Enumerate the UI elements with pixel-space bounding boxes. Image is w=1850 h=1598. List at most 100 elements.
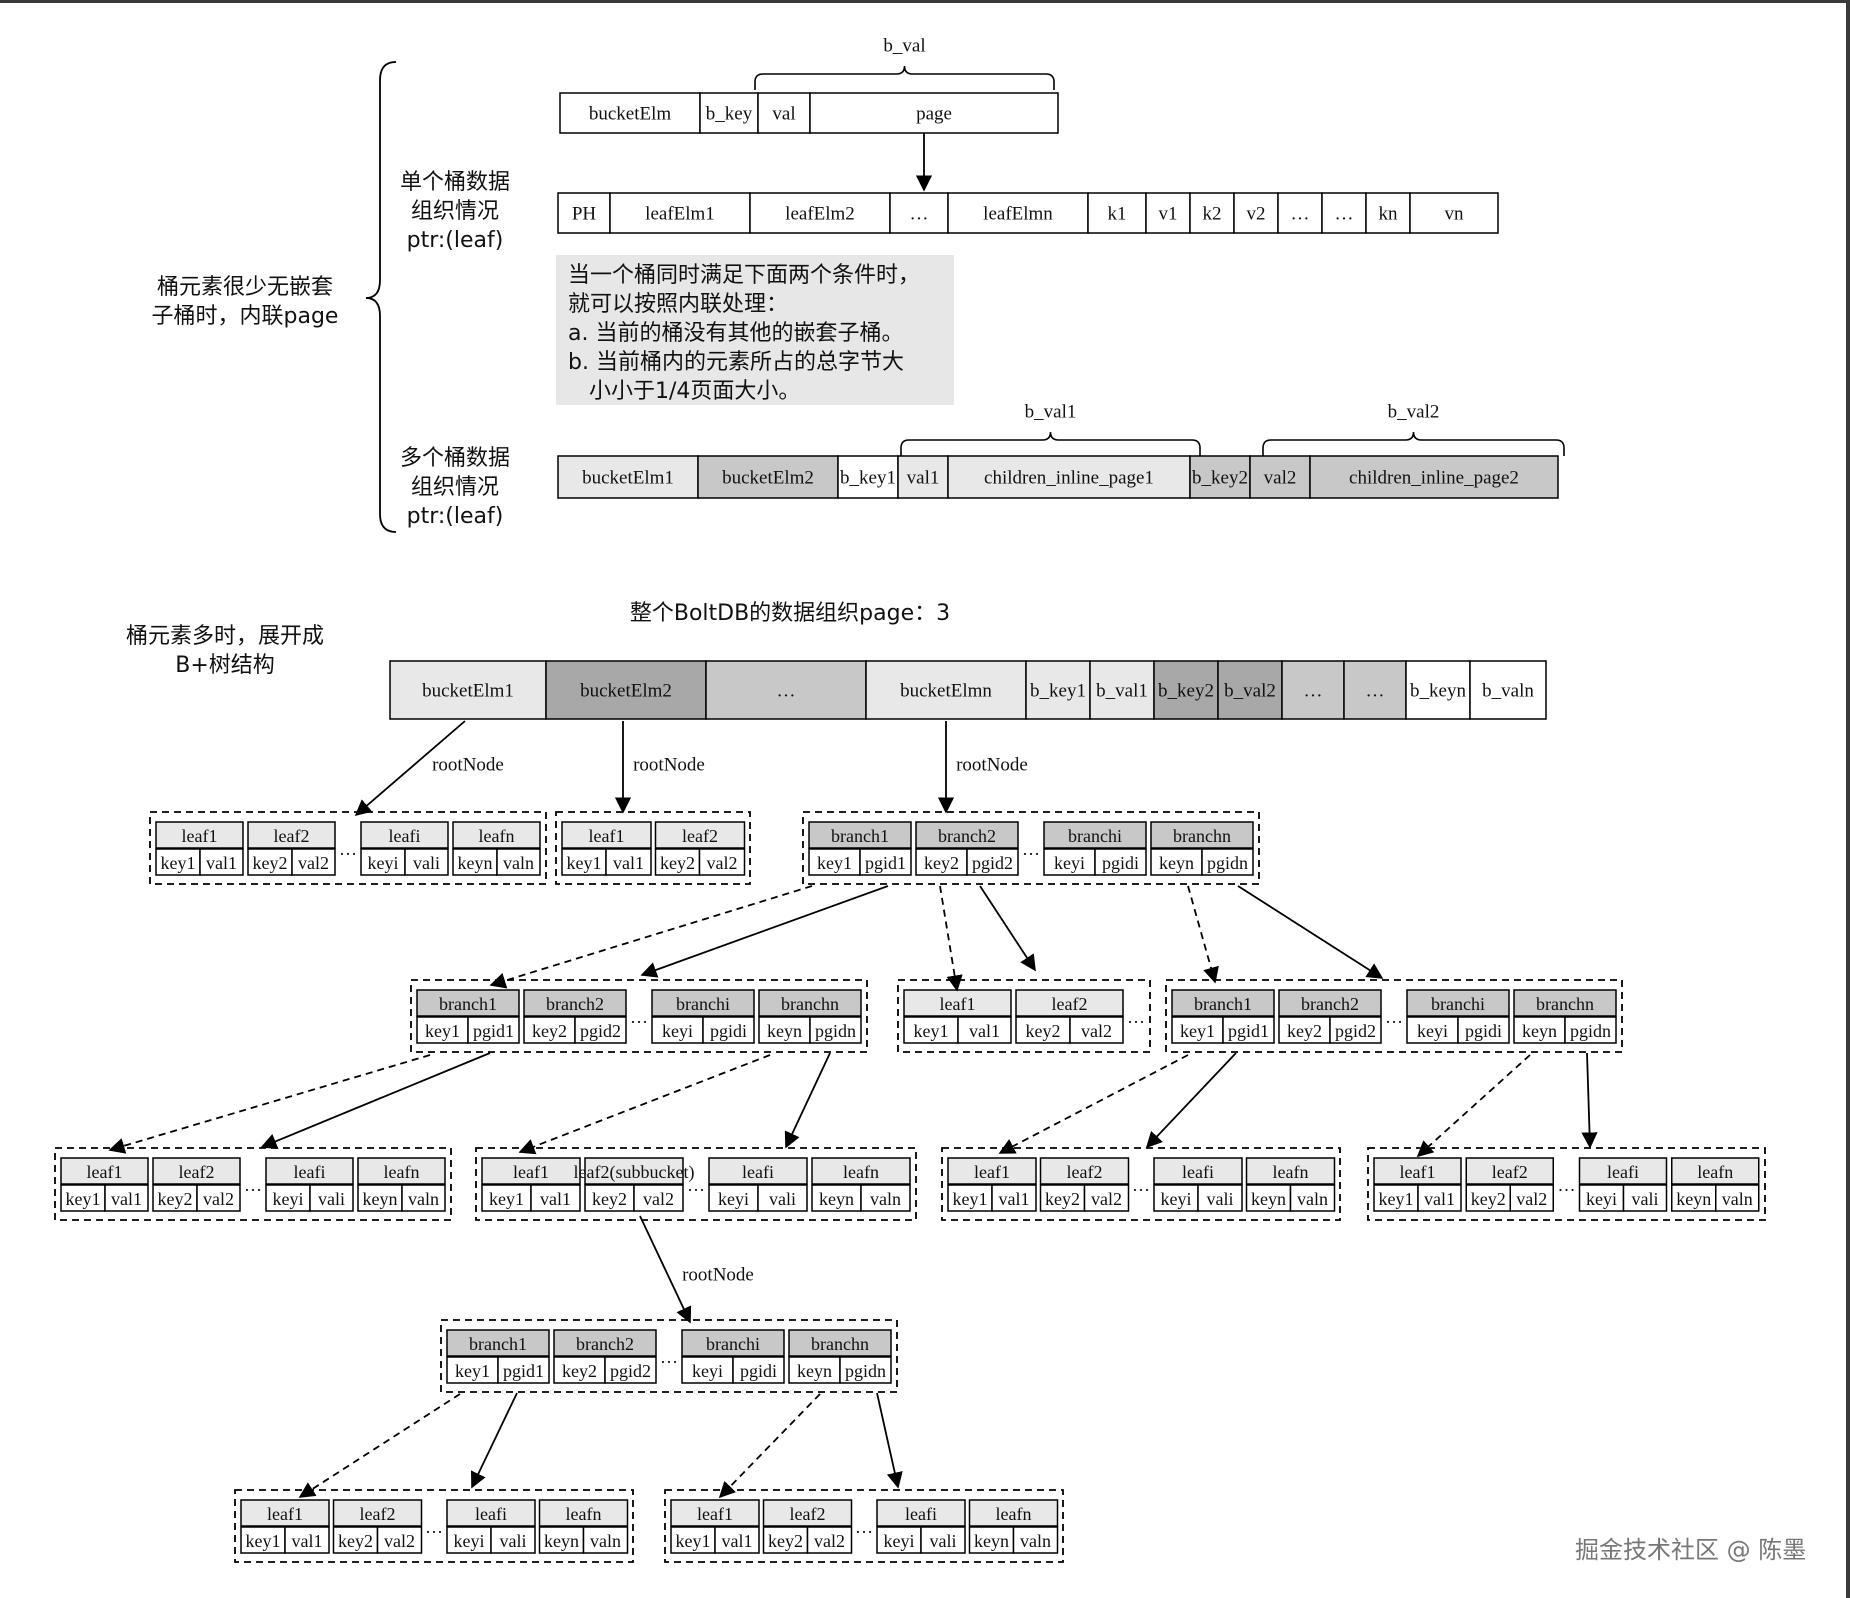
node-l4-branch-elem-4-val-label: pgidn (845, 1361, 886, 1381)
node-l5-leaf-b-elem-0-header (670, 1499, 760, 1527)
node-l3-leaf-a-elem-4-val-label: valn (408, 1189, 439, 1209)
page-row-cell-8 (1233, 192, 1279, 234)
node-l3-leaf-c-elem-3-header (1153, 1157, 1243, 1185)
node-l1-branch-elem-0-header (808, 821, 912, 849)
node-l2-leaf-elem-0-header-label: leaf1 (940, 994, 976, 1014)
root-arrow-1 (354, 720, 466, 817)
node-l2-branch-a-ellipsis-2: … (630, 1007, 648, 1027)
node-l3-leaf-sub-elem-0-val-label: val1 (540, 1189, 571, 1209)
node-l1-leaf-b-elem-1-header (654, 821, 746, 849)
node-l3-leaf-d-elem-1-key-label: key2 (1471, 1189, 1506, 1209)
node-l4-branch-ellipsis-2: … (660, 1347, 678, 1367)
node-l5-leaf-a-elem-0-header (240, 1499, 330, 1527)
multi-bucket-row-cell-0 (557, 455, 699, 499)
boltdb-row-cell-9-label: … (1366, 681, 1385, 702)
node-l1-branch-elem-0-val-label: pgid1 (865, 853, 906, 873)
right-border (1846, 0, 1850, 1598)
node-l2-branch-a-elem-3-key-label: keyi (662, 1021, 693, 1041)
node-l3-leaf-d-elem-0-header-label: leaf1 (1400, 1162, 1436, 1182)
node-l2-branch-b-elem-3-key-label: keyi (1417, 1021, 1448, 1041)
node-l3-leaf-c-elem-1-key-label: key2 (1045, 1189, 1080, 1209)
arrow-l2-l3-7 (1416, 1054, 1531, 1158)
node-l3-leaf-sub-elem-4-val (860, 1184, 911, 1212)
node-l2-branch-b-elem-1-val (1329, 1016, 1382, 1044)
node-l5-leaf-a-elem-0-key-label: key1 (246, 1531, 281, 1551)
page-row-cell-9-label: … (1291, 204, 1310, 225)
node-l1-branch-elem-3-val (1094, 848, 1147, 876)
page-row-cell-12 (1409, 192, 1499, 234)
b-val1-brace (900, 431, 1201, 456)
node-l1-branch-elem-3-header (1043, 821, 1147, 849)
node-l2-branch-b-elem-4-key (1513, 1016, 1566, 1044)
node-l3-leaf-a-elem-3-val (309, 1184, 354, 1212)
node-l4-branch (440, 1319, 898, 1393)
node-l1-leaf-a-elem-1-key-label: key2 (253, 853, 288, 873)
node-l3-leaf-a-elem-1-header (152, 1157, 241, 1185)
node-l1-leaf-a-elem-1-header-label: leaf2 (274, 826, 310, 846)
node-l2-branch-a-elem-1-header-label: branch2 (546, 994, 604, 1014)
node-l5-leaf-b-elem-4-key-label: keyn (974, 1531, 1009, 1551)
node-l3-leaf-sub-elem-1-key (584, 1184, 635, 1212)
node-l3-leaf-c-elem-4-val (1289, 1184, 1336, 1212)
node-l3-leaf-c-elem-1-val (1083, 1184, 1130, 1212)
page-row-cell-0 (557, 192, 611, 234)
multi-bucket-row-cell-1 (697, 455, 839, 499)
node-l2-branch-a (410, 979, 868, 1053)
node-l5-leaf-a-elem-1-header (332, 1499, 423, 1527)
node-l3-leaf-sub-elem-0-header (481, 1157, 581, 1185)
page-row-cell-1-label: leafElm1 (645, 204, 715, 225)
root-label-3: rootNode (956, 755, 1028, 776)
arrow-l2-l3-4 (784, 1052, 831, 1149)
node-l3-leaf-sub-elem-1-val-label: val2 (643, 1189, 674, 1209)
node-l3-leaf-a-elem-0-header-label: leaf1 (87, 1162, 123, 1182)
node-l3-leaf-sub-ellipsis-2: … (687, 1175, 705, 1195)
node-l3-leaf-a-elem-0-key-label: key1 (66, 1189, 101, 1209)
page-row-cell-0-label: PH (572, 204, 597, 225)
node-l3-leaf-sub-elem-4-val-label: valn (870, 1189, 901, 1209)
node-l4-branch-elem-1-key (553, 1356, 606, 1384)
multi-bucket-row-cell-6 (1249, 455, 1311, 499)
node-l2-leaf-elem-0-val (957, 1016, 1012, 1044)
multi-bucket-row-cell-3-label: val1 (907, 468, 940, 489)
node-l3-leaf-a (54, 1147, 452, 1221)
node-l3-leaf-a-elem-4-header-label: leafn (384, 1162, 420, 1182)
node-l2-branch-a-elem-1-val (574, 1016, 627, 1044)
multi-bucket-row-cell-2-label: b_key1 (840, 468, 896, 489)
arrow-l2-l3-3 (518, 1054, 771, 1155)
node-l3-leaf-c-elem-0-val-label: val1 (999, 1189, 1030, 1209)
node-l3-leaf-a-elem-3-key (265, 1184, 311, 1212)
single-bucket-row-cell-1-label: b_key (706, 104, 753, 125)
node-l3-leaf-a-elem-3-val-label: vali (318, 1189, 345, 1209)
node-l1-leaf-a-ellipsis-2: … (339, 839, 357, 859)
node-l1-leaf-b (555, 811, 751, 885)
node-l1-leaf-b-elem-1-key-label: key2 (660, 853, 695, 873)
left-curly-brace (365, 61, 397, 533)
node-l5-leaf-a-elem-3-val (490, 1526, 536, 1554)
node-l1-branch-elem-1-key (915, 848, 968, 876)
node-l5-leaf-a-elem-3-header (446, 1499, 536, 1527)
node-l2-branch-b-elem-3-key (1406, 1016, 1459, 1044)
node-l3-leaf-d-elem-0-val (1417, 1184, 1462, 1212)
node-l2-branch-b-elem-1-header (1278, 989, 1382, 1017)
node-l3-leaf-sub-elem-3-header (708, 1157, 808, 1185)
arrow-l1-l2-5 (1187, 885, 1219, 984)
node-l3-leaf-a-ellipsis-2: … (244, 1175, 262, 1195)
node-l3-leaf-c-elem-3-header-label: leafi (1182, 1162, 1214, 1182)
node-l3-leaf-c-elem-1-header (1039, 1157, 1130, 1185)
node-l3-leaf-a-elem-0-header (60, 1157, 149, 1185)
node-l1-branch-elem-0-key (808, 848, 861, 876)
node-l2-branch-a-elem-0-val-label: pgid1 (473, 1021, 514, 1041)
arrow-l2-l3-2 (260, 1052, 491, 1149)
node-l4-branch-elem-1-val-label: pgid2 (610, 1361, 651, 1381)
node-l1-leaf-a-elem-3-val (404, 848, 449, 876)
node-l2-branch-b-elem-0-val-label: pgid1 (1228, 1021, 1269, 1041)
node-l3-leaf-a-elem-3-header-label: leafi (294, 1162, 326, 1182)
b-val1-brace-label: b_val1 (1025, 402, 1077, 423)
node-l3-leaf-a-elem-4-key (357, 1184, 403, 1212)
subbucket-root-label: rootNode (682, 1265, 754, 1286)
node-l2-branch-a-elem-1-key-label: key2 (532, 1021, 567, 1041)
node-l1-branch-elem-3-val-label: pgidi (1102, 853, 1139, 873)
node-l2-branch-b-elem-4-val (1564, 1016, 1617, 1044)
node-l3-leaf-d-elem-4-key (1671, 1184, 1717, 1212)
node-l2-branch-a-elem-0-header (416, 989, 520, 1017)
